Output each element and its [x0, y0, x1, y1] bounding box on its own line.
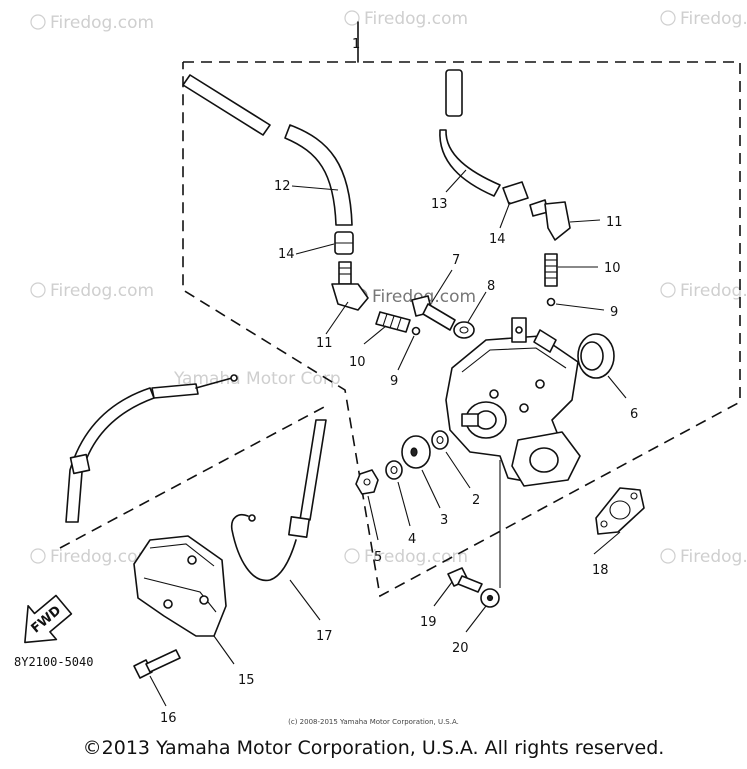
hose-12	[182, 74, 353, 226]
callout-9-right: 9	[610, 305, 618, 320]
spring-10-left	[375, 311, 411, 333]
svg-text:Firedog.com: Firedog.com	[680, 281, 747, 301]
pump-body	[445, 317, 581, 588]
svg-text:Firedog.com: Firedog.com	[680, 9, 747, 29]
callout-1: 1	[352, 37, 360, 52]
callout-15: 15	[238, 673, 255, 688]
washer-8	[453, 321, 475, 339]
callout-12: 12	[274, 179, 291, 194]
washer-2	[431, 430, 449, 450]
callout-11-left: 11	[316, 336, 333, 351]
copyright-notice: ©2013 Yamaha Motor Corporation, U.S.A. A…	[82, 737, 665, 759]
washer-4	[385, 460, 403, 480]
fwd-arrow: FWD	[24, 594, 73, 644]
elbow-fitting-11-right	[529, 199, 571, 241]
callout-9-left: 9	[390, 374, 398, 389]
callout-2: 2	[472, 493, 480, 508]
screw-16	[133, 649, 181, 679]
ball-9-right	[546, 297, 556, 307]
gasket-18	[595, 487, 645, 535]
svg-text:Firedog.com: Firedog.com	[50, 547, 154, 567]
callout-6: 6	[630, 407, 638, 422]
callout-8: 8	[487, 279, 495, 294]
cable-17	[230, 419, 327, 582]
assembly-boundary	[59, 21, 741, 598]
callout-5: 5	[374, 550, 382, 565]
callout-10-left: 10	[349, 355, 366, 370]
svg-text:Yamaha Motor Corp: Yamaha Motor Corp	[173, 369, 341, 389]
svg-text:Firedog.com: Firedog.com	[680, 547, 747, 567]
callout-13: 13	[431, 197, 448, 212]
washer-20	[480, 588, 500, 608]
ball-9-left	[411, 326, 421, 336]
pump-cover-15	[133, 535, 227, 637]
callout-19: 19	[420, 615, 437, 630]
diagram-part-code: 8Y2100-5040	[14, 655, 94, 669]
callout-16: 16	[160, 711, 177, 726]
bolt-19	[447, 567, 483, 593]
callout-17: 17	[316, 629, 333, 644]
svg-text:Firedog.com: Firedog.com	[50, 13, 154, 33]
small-copyright: (c) 2008-2015 Yamaha Motor Corporation, …	[288, 718, 459, 726]
hose-13	[439, 69, 501, 197]
gear-3	[401, 435, 431, 469]
callout-20: 20	[452, 641, 469, 656]
bolt-7	[411, 295, 456, 331]
svg-text:Firedog.com: Firedog.com	[364, 547, 468, 567]
callout-14-right: 14	[489, 232, 506, 247]
callout-11-right: 11	[606, 215, 623, 230]
callout-7: 7	[452, 253, 460, 268]
svg-text:Firedog.com: Firedog.com	[50, 281, 154, 301]
nut-5	[355, 469, 379, 495]
callout-labels: 12 14 11 13 14 11 10 9 7 8 10 9 6 2 3 4 …	[160, 37, 638, 726]
callout-3: 3	[440, 513, 448, 528]
svg-text:Firedog.com: Firedog.com	[364, 9, 468, 29]
spring-10-right	[544, 253, 558, 287]
elbow-fitting-11-left	[331, 261, 369, 311]
callout-14-left: 14	[278, 247, 295, 262]
clamp-14-left	[334, 231, 354, 255]
leader-lines	[149, 169, 627, 707]
callout-4: 4	[408, 532, 416, 547]
callout-18: 18	[592, 563, 609, 578]
watermark-layer: Firedog.com Firedog.com Firedog.com Fire…	[30, 9, 747, 567]
oil-seal-6	[577, 333, 615, 379]
clamp-14-right	[502, 181, 529, 205]
control-cable	[65, 374, 238, 523]
callout-10-right: 10	[604, 261, 621, 276]
